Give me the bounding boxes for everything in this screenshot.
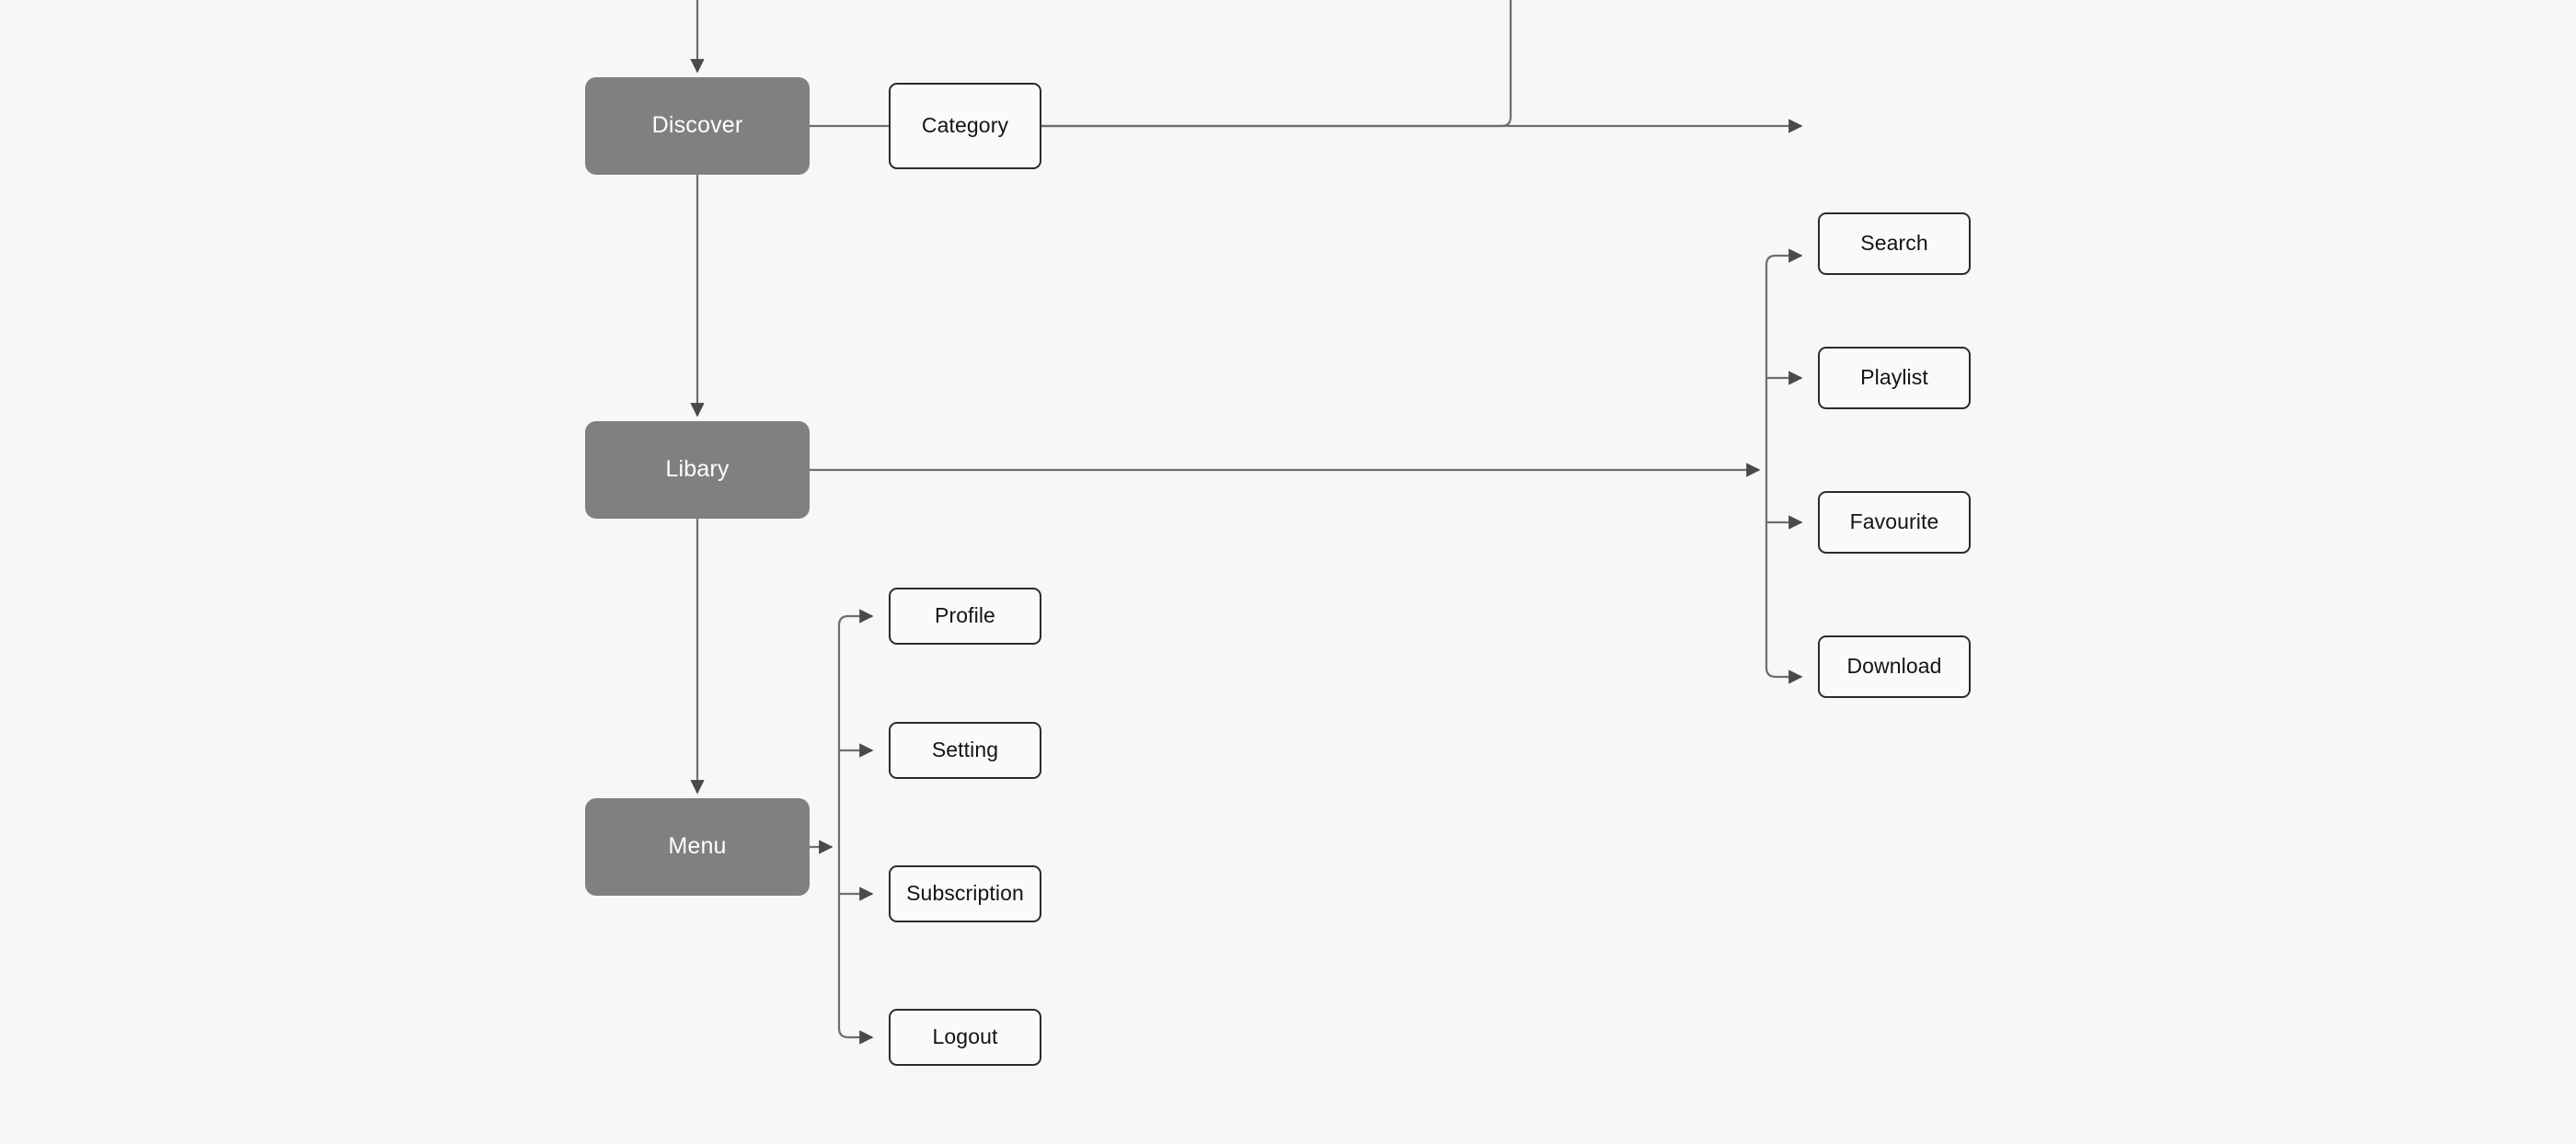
node-download[interactable]: Download [1818, 635, 1971, 698]
node-search-label: Search [1860, 231, 1928, 256]
node-setting[interactable]: Setting [889, 722, 1041, 779]
edge-bus-search [1765, 248, 1803, 266]
node-discover-label: Discover [651, 112, 743, 139]
node-setting-label: Setting [931, 738, 999, 762]
node-menu-label: Menu [668, 833, 727, 860]
node-discover[interactable]: Discover [585, 77, 810, 175]
node-download-label: Download [1846, 654, 1942, 679]
node-profile[interactable]: Profile [889, 588, 1041, 645]
node-subscription-label: Subscription [906, 881, 1024, 906]
node-search[interactable]: Search [1818, 212, 1971, 275]
node-logout-label: Logout [932, 1024, 998, 1049]
node-profile-label: Profile [935, 603, 995, 628]
node-logout[interactable]: Logout [889, 1009, 1041, 1066]
node-playlist-label: Playlist [1860, 365, 1928, 390]
node-libary[interactable]: Libary [585, 421, 810, 519]
edge-bus-logout [837, 1027, 874, 1045]
node-category-label: Category [921, 113, 1009, 138]
edge-category-offscreen [1041, 0, 1512, 128]
node-favourite[interactable]: Favourite [1818, 491, 1971, 554]
node-category[interactable]: Category [889, 83, 1041, 169]
node-subscription[interactable]: Subscription [889, 865, 1041, 922]
node-menu[interactable]: Menu [585, 798, 810, 896]
node-playlist[interactable]: Playlist [1818, 347, 1971, 409]
edge-bus-profile [837, 609, 874, 626]
node-favourite-label: Favourite [1849, 509, 1939, 534]
edge-bus-download [1765, 667, 1803, 684]
node-libary-label: Libary [665, 456, 730, 483]
